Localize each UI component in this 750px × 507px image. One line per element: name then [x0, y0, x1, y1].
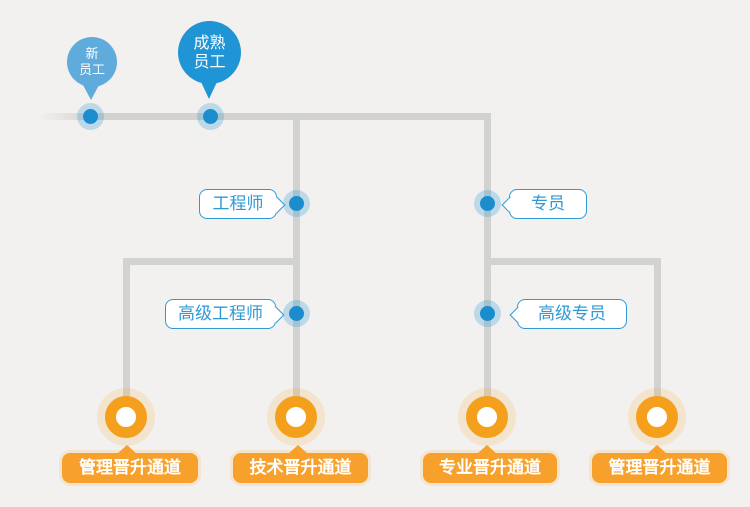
channel-label-notch — [118, 445, 136, 453]
tag-pointer-right — [268, 196, 285, 213]
channel-label-text: 技术晋升通道 — [249, 458, 352, 477]
stage-bubble-text-line2: 员工 — [193, 53, 226, 71]
specialist-track-vertical-line — [484, 113, 491, 417]
node-dot-senior-engineer — [289, 306, 304, 321]
stage-bubble-text-line2: 员工 — [78, 62, 105, 77]
level-label-text: 高级专员 — [538, 304, 606, 323]
channel-label-notch — [478, 445, 496, 453]
level-label-engineer: 工程师 — [199, 189, 285, 219]
channel-label-text: 管理晋升通道 — [79, 458, 181, 477]
channel-node-professional — [466, 396, 508, 438]
tag-pointer-right — [267, 306, 284, 323]
channel-label-professional: 专业晋升通道 — [423, 445, 557, 483]
right-management-column-line — [654, 258, 661, 417]
bubble-tail — [201, 82, 217, 99]
stage-bubble-text-line1: 新 — [85, 46, 99, 61]
level-label-text: 高级工程师 — [178, 304, 263, 323]
channel-node-management-left — [105, 396, 147, 438]
stage-bubble-new-employee: 新 员工 — [67, 37, 117, 100]
channel-label-management-right: 管理晋升通道 — [592, 445, 727, 483]
stage-bubble-text-line1: 成熟 — [193, 34, 226, 52]
channel-label-management-left: 管理晋升通道 — [62, 445, 198, 483]
left-management-column-line — [123, 258, 130, 417]
channel-label-notch — [288, 445, 307, 453]
level-label-text: 工程师 — [212, 194, 264, 213]
channel-node-technical — [275, 396, 317, 438]
bubble-tail — [83, 85, 99, 100]
channel-label-technical: 技术晋升通道 — [233, 445, 368, 483]
stage-bubble-mature-employee: 成熟 员工 — [178, 21, 241, 99]
node-dot-new-employee — [83, 109, 98, 124]
tag-pointer-left — [501, 196, 518, 213]
node-dot-senior-specialist — [480, 306, 495, 321]
channel-label-notch — [647, 445, 666, 453]
channel-node-management-right — [636, 396, 678, 438]
engineer-track-vertical-line — [293, 113, 300, 417]
node-dot-mature-employee — [203, 109, 218, 124]
channel-label-text: 管理晋升通道 — [608, 458, 711, 477]
level-label-senior-engineer: 高级工程师 — [165, 299, 284, 329]
level-label-senior-specialist: 高级专员 — [509, 299, 627, 329]
left-branch-horizontal-line — [123, 258, 300, 265]
right-branch-horizontal-line — [484, 258, 661, 265]
node-dot-engineer — [289, 196, 304, 211]
node-dot-specialist — [480, 196, 495, 211]
timeline-horizontal-line — [38, 113, 491, 120]
level-label-specialist: 专员 — [501, 189, 587, 219]
channel-label-text: 专业晋升通道 — [439, 458, 541, 477]
tag-pointer-left — [509, 306, 526, 323]
level-label-text: 专员 — [531, 194, 565, 213]
